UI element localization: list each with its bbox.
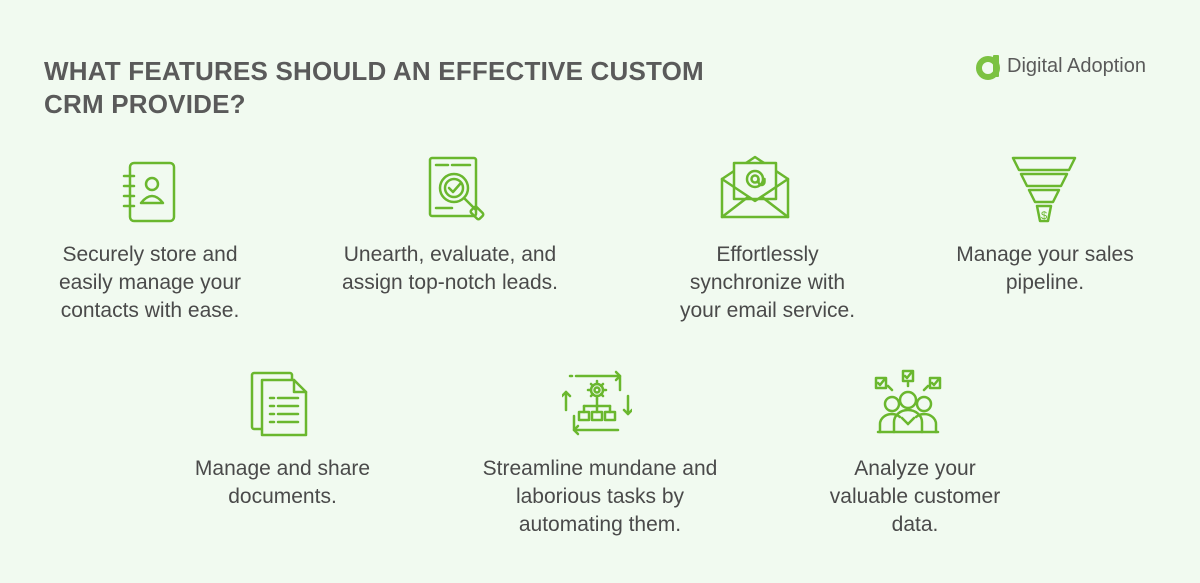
brand-name: Digital Adoption: [1007, 54, 1146, 77]
feature-label-automation: Streamline mundane and laborious tasks b…: [482, 457, 718, 536]
customer-analytics-icon: [874, 369, 942, 434]
sales-funnel-icon: $: [1011, 156, 1077, 223]
brand-logo[interactable]: Digital Adoption: [976, 46, 1146, 86]
documents-icon: [250, 371, 308, 437]
contact-book-icon: [122, 161, 176, 223]
svg-text:$: $: [1041, 210, 1047, 222]
feature-label-documents: Manage and share documents.: [194, 457, 371, 508]
feature-label-pipeline: Manage your sales pipeline.: [956, 243, 1134, 294]
feature-label-leads: Unearth, evaluate, and assign top-notch …: [342, 243, 558, 294]
digital-adoption-logo-icon: [976, 55, 1000, 80]
feature-label-email: Effortlessly synchronize with your email…: [679, 243, 856, 322]
page-title: WHAT FEATURES SHOULD AN EFFECTIVE CUSTOM…: [44, 56, 704, 119]
email-envelope-icon: [720, 155, 790, 219]
automation-gear-icon: [562, 370, 632, 436]
feature-label-customer-data: Analyze your valuable customer data.: [829, 457, 1001, 536]
lead-search-icon: [428, 156, 485, 221]
feature-label-contacts: Securely store and easily manage your co…: [58, 243, 242, 322]
